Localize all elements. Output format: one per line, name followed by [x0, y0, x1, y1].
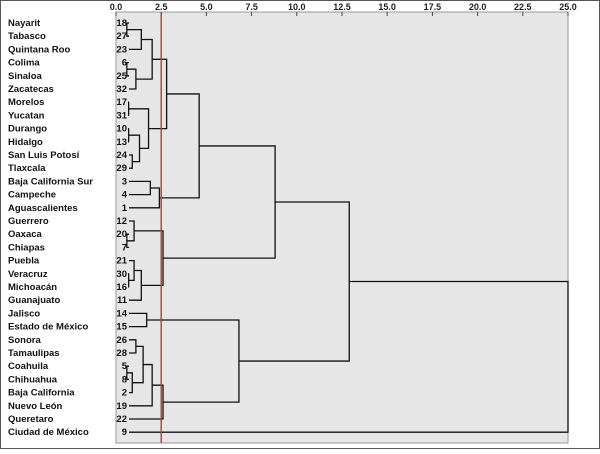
- x-tick-label: 2.5: [155, 2, 168, 12]
- leaf-label: Yucatan: [8, 110, 45, 121]
- leaf-label: Sinaloa: [8, 71, 43, 82]
- leaf-label: Campeche: [8, 190, 56, 201]
- leaf-label: Queretaro: [8, 414, 54, 425]
- leaf-id: 25: [116, 71, 127, 82]
- x-tick-label: 22.5: [514, 2, 532, 12]
- x-tick-label: 17.5: [424, 2, 442, 12]
- leaf-id: 13: [116, 137, 127, 148]
- leaf-label: Ciudad de México: [8, 427, 89, 438]
- leaf-id: 4: [122, 190, 128, 201]
- leaf-id: 30: [116, 269, 127, 280]
- leaf-id: 22: [116, 414, 127, 425]
- leaf-id: 28: [116, 348, 127, 359]
- leaf-id: 29: [116, 163, 127, 174]
- leaf-label: Jalisco: [8, 308, 40, 319]
- leaf-id: 19: [116, 401, 127, 412]
- leaf-label: Michoacán: [8, 282, 57, 293]
- leaf-label: Quintana Roo: [8, 44, 70, 55]
- leaf-id: 10: [116, 124, 127, 135]
- leaf-label: Guanajuato: [8, 295, 60, 306]
- leaf-id: 32: [116, 84, 127, 95]
- leaf-label: Tabasco: [8, 31, 46, 42]
- x-tick-label: 25.0: [559, 2, 577, 12]
- leaf-label: Puebla: [8, 256, 40, 267]
- leaf-id: 17: [116, 97, 127, 108]
- leaf-id: 1: [122, 203, 128, 214]
- leaf-label: Tamaulipas: [8, 348, 60, 359]
- x-tick-label: 0.0: [110, 2, 123, 12]
- leaf-id: 14: [116, 308, 127, 319]
- leaf-label: San Luis Potosí: [8, 150, 80, 161]
- leaf-label: Chihuahua: [8, 374, 58, 385]
- leaf-label: Baja California: [8, 388, 75, 399]
- leaf-id: 2: [122, 388, 127, 399]
- x-tick-label: 15.0: [378, 2, 396, 12]
- leaf-id: 9: [122, 427, 127, 438]
- leaf-label: Colima: [8, 58, 40, 69]
- leaf-label: Veracruz: [8, 269, 48, 280]
- leaf-label: Sonora: [8, 335, 41, 346]
- x-tick-label: 5.0: [200, 2, 213, 12]
- leaf-label: Aguascalientes: [8, 203, 78, 214]
- leaf-id: 26: [116, 335, 127, 346]
- plot-area: [116, 12, 568, 443]
- x-tick-label: 10.0: [288, 2, 306, 12]
- leaf-id: 18: [116, 18, 127, 29]
- leaf-id: 21: [116, 256, 127, 267]
- leaf-label: Oaxaca: [8, 229, 43, 240]
- leaf-id: 23: [116, 44, 127, 55]
- x-tick-label: 7.5: [245, 2, 258, 12]
- leaf-label: Tlaxcala: [8, 163, 46, 174]
- leaf-label: Nuevo León: [8, 401, 63, 412]
- leaf-id: 11: [117, 295, 128, 306]
- leaf-label: Durango: [8, 124, 47, 135]
- leaf-label: Nayarit: [8, 18, 41, 29]
- leaf-label: Coahuila: [8, 361, 49, 372]
- leaf-label: Guerrero: [8, 216, 49, 227]
- leaf-label: Hidalgo: [8, 137, 43, 148]
- x-tick-label: 12.5: [333, 2, 351, 12]
- leaf-id: 12: [116, 216, 127, 227]
- leaf-label: Zacatecas: [8, 84, 54, 95]
- leaf-id: 27: [116, 31, 127, 42]
- leaf-label: Morelos: [8, 97, 44, 108]
- leaf-id: 31: [116, 110, 127, 121]
- leaf-id: 20: [116, 229, 127, 240]
- leaf-id: 15: [116, 322, 127, 333]
- leaf-id: 3: [122, 176, 127, 187]
- leaf-label: Estado de México: [8, 322, 88, 333]
- leaf-label: Baja California Sur: [8, 176, 93, 187]
- leaf-label: Chiapas: [8, 242, 45, 253]
- leaf-id: 24: [116, 150, 127, 161]
- x-tick-label: 20.0: [469, 2, 487, 12]
- leaf-id: 16: [116, 282, 127, 293]
